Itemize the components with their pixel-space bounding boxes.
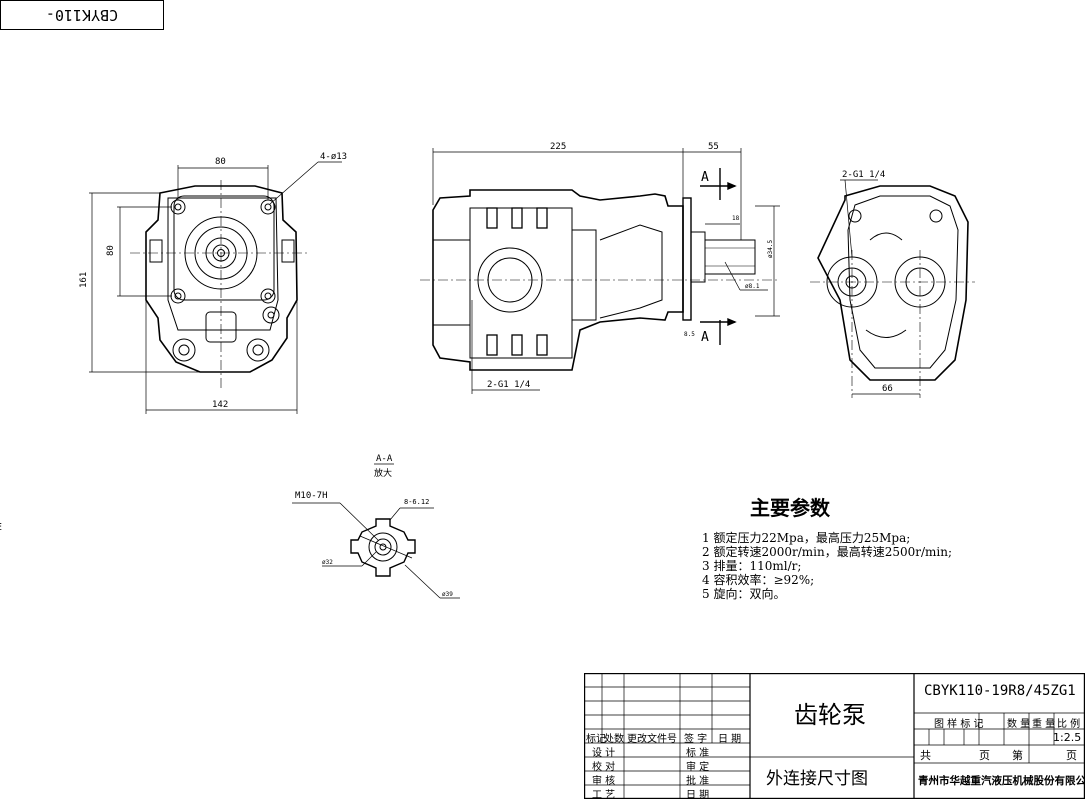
param-item: 3 排量：110ml/r; xyxy=(702,559,802,573)
tb-header-mark: 标记 xyxy=(586,734,606,745)
tb-role: 工 艺 xyxy=(592,790,616,801)
rear-view: 2-G1 1/4 66 xyxy=(810,170,975,398)
rear-outline xyxy=(817,185,969,381)
title-block-grid xyxy=(583,672,1085,800)
tb-product-name: 齿轮泵 xyxy=(794,701,866,729)
section-thread: M10-7H xyxy=(295,491,328,501)
tb-company: 青州市华越重汽液压机械股份有限公司 xyxy=(918,775,1085,787)
front-dim-top: 80 xyxy=(215,157,226,167)
side-port-label: 2-G1 1/4 xyxy=(487,380,530,390)
side-dim-thread: ø8.1 xyxy=(745,283,760,290)
front-view: 80 4-ø13 80 161 142 xyxy=(79,152,347,414)
side-dim-small: 18 xyxy=(732,215,740,222)
front-left-port xyxy=(149,239,163,263)
front-body-inner xyxy=(167,197,279,331)
tb-sheet-label2: 页 xyxy=(1066,749,1077,762)
section-detail: A-A 放大 M10-7H 8-6.12 ø32 ø39 xyxy=(292,454,460,599)
front-flange xyxy=(173,195,275,301)
side-dim-shaft: 55 xyxy=(708,142,719,152)
front-bottom-bosses xyxy=(172,306,280,362)
side-dimensions xyxy=(432,148,780,394)
rear-bolt-tl xyxy=(848,209,862,223)
side-taper xyxy=(599,224,663,319)
tb-header-date: 日 期 xyxy=(718,734,742,745)
tb-header-sign: 签 字 xyxy=(684,734,708,745)
side-shaft xyxy=(704,239,756,275)
front-right-port xyxy=(281,239,295,263)
tb-header-scale: 比 例 xyxy=(1057,719,1081,730)
front-centerlines xyxy=(130,180,310,390)
rear-dimensions xyxy=(840,179,920,395)
tb-sheet-total: 共 xyxy=(920,749,931,762)
param-item: 5 旋向：双向。 xyxy=(702,587,786,601)
tb-role: 审 定 xyxy=(686,762,710,773)
tb-header-weight: 重 量 xyxy=(1032,719,1056,730)
front-mount-holes xyxy=(170,199,276,304)
side-section-arrows xyxy=(700,168,737,345)
rear-centerlines xyxy=(810,250,975,398)
main-parameters: 主要参数 1 额定压力22Mpa，最高压力25Mpa; 2 额定转速2000r/… xyxy=(702,492,972,601)
rear-top-cavity xyxy=(869,232,903,241)
side-dim-len: 8.5 xyxy=(684,331,695,338)
rear-inner xyxy=(847,195,959,369)
side-mount-flange xyxy=(682,197,692,321)
tb-header-pattern: 图 样 标 记 xyxy=(934,719,984,730)
param-item: 2 额定转速2000r/min，最高转速2500r/min; xyxy=(702,545,953,559)
param-item: 1 额定压力22Mpa，最高压力25Mpa; xyxy=(702,531,911,545)
section-spline: 8-6.12 xyxy=(404,498,429,506)
side-rear-cover xyxy=(572,229,597,321)
front-dim-left-inner: 80 xyxy=(106,245,116,256)
front-dim-bottom: 142 xyxy=(212,400,228,410)
side-dim-dia: ø34.5 xyxy=(767,240,774,258)
side-dim-length: 225 xyxy=(550,142,566,152)
tb-sheet-no: 第 xyxy=(1012,749,1023,762)
side-ribs xyxy=(486,207,548,356)
section-mark-bottom: A xyxy=(701,330,709,345)
side-view: A A 225 55 2-G1 1/4 18 ø34.5 ø8.1 8.5 xyxy=(420,142,780,394)
tb-header-count: 处数 xyxy=(604,734,624,745)
section-label-sub: 放大 xyxy=(374,467,392,479)
params-heading: 主要参数 xyxy=(750,496,830,520)
section-label: A-A xyxy=(376,454,393,464)
front-dim-left-outer: 161 xyxy=(79,272,89,288)
rear-bolt-tr xyxy=(929,209,943,223)
tb-role: 批 准 xyxy=(686,776,710,787)
tb-part-code: CBYK110-19R8/45ZG1 xyxy=(924,683,1076,699)
front-dim-holes: 4-ø13 xyxy=(320,152,347,162)
tb-role: 日 期 xyxy=(686,790,710,801)
section-mark-top: A xyxy=(701,170,709,185)
tb-drawing-name: 外连接尺寸图 xyxy=(766,769,868,789)
tb-role: 校 对 xyxy=(592,762,616,773)
section-dia-outer: ø39 xyxy=(442,591,453,598)
tb-sheet-label: 页 xyxy=(979,749,990,762)
rear-bottom-cavity xyxy=(865,329,907,338)
left-edge-mark: E xyxy=(0,522,2,533)
tb-role: 审 核 xyxy=(592,776,616,787)
spline-profile xyxy=(350,518,416,577)
section-dia-inner: ø32 xyxy=(322,559,333,566)
section-leaders xyxy=(292,502,460,599)
param-item: 4 容积效率：≥92%; xyxy=(702,573,815,587)
params-list: 1 额定压力22Mpa，最高压力25Mpa; 2 额定转速2000r/min，最… xyxy=(702,531,972,601)
tb-header-doc: 更改文件号 xyxy=(627,734,677,745)
title-block: 标记 处数 更改文件号 签 字 日 期 设 计 校 对 审 核 工 艺 标 准 … xyxy=(583,672,1085,801)
rear-dim-bottom: 66 xyxy=(882,384,893,394)
side-shaft-spline-lines xyxy=(705,247,755,267)
side-shaft-collar xyxy=(690,231,706,283)
tb-header-qty: 数 量 xyxy=(1007,719,1031,730)
spline-bore xyxy=(368,532,398,562)
tb-role: 设 计 xyxy=(592,748,616,759)
spline-thread xyxy=(374,538,392,556)
tb-role: 标 准 xyxy=(686,748,710,759)
tb-scale-value: 1:2.5 xyxy=(1053,731,1082,744)
front-dimensions xyxy=(89,161,342,414)
rear-port-label: 2-G1 1/4 xyxy=(842,170,885,180)
